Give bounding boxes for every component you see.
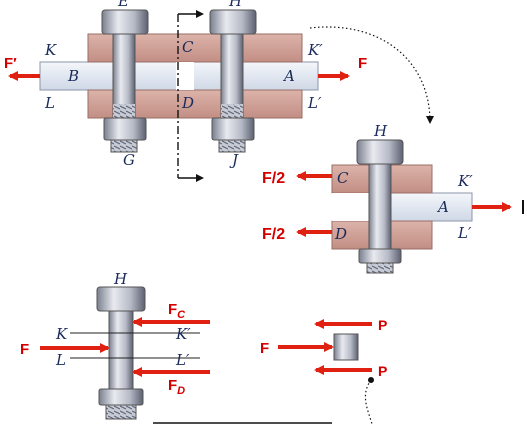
- label-F-half-bottom: F/2: [262, 226, 285, 243]
- label-D: D: [181, 94, 194, 112]
- nut-icon: [103, 117, 147, 141]
- label-P-bottom: P: [378, 363, 387, 379]
- bolt-icon: [101, 9, 149, 153]
- label-L-prime: L′: [457, 224, 472, 242]
- label-F-prime: F′: [4, 55, 17, 72]
- label-G: G: [123, 151, 135, 169]
- section-view: H K′ L′ A C D F/2 F/2: [262, 122, 527, 274]
- bar-A-section: [379, 192, 473, 222]
- label-K-prime: K′: [307, 41, 323, 59]
- label-K: K: [44, 41, 57, 59]
- label-H: H: [228, 0, 243, 10]
- label-F: F: [260, 340, 269, 357]
- label-A: A: [282, 67, 295, 85]
- bolt-icon: [96, 286, 146, 420]
- nut-icon: [98, 388, 144, 406]
- label-A: A: [436, 198, 449, 216]
- shear-element: F P P: [260, 317, 387, 425]
- label-D: D: [334, 225, 347, 243]
- label-K: K: [55, 325, 68, 343]
- label-P-top: P: [378, 317, 387, 333]
- bolt-icon: [209, 9, 257, 153]
- label-F: F: [358, 55, 367, 72]
- bar-A: [189, 61, 319, 91]
- label-L: L: [44, 94, 55, 112]
- label-C: C: [182, 38, 194, 56]
- bolt-free-body: H K L K′ L′ F FC FD: [20, 270, 332, 424]
- label-K-prime: K′: [175, 325, 191, 343]
- label-H: H: [113, 270, 128, 288]
- label-C: C: [337, 169, 349, 187]
- main-joint-view: E H K L K′ L′ B A C D G J F′ F: [4, 0, 434, 182]
- shear-block: [333, 333, 359, 361]
- label-J: J: [229, 151, 239, 169]
- cut-gap: [176, 62, 194, 90]
- label-F-half-top: F/2: [262, 170, 285, 187]
- label-L-prime: L′: [307, 94, 322, 112]
- nut-icon: [211, 117, 255, 141]
- label-F-D: FD: [168, 377, 185, 397]
- bolt-icon: [356, 139, 404, 274]
- label-F: F: [20, 341, 29, 358]
- label-L: L: [55, 351, 66, 369]
- label-B: B: [67, 67, 79, 85]
- label-L-prime: L′: [175, 351, 190, 369]
- label-E: E: [117, 0, 129, 10]
- label-F-C: FC: [168, 301, 186, 321]
- bar-B: [39, 61, 181, 91]
- label-H: H: [373, 122, 388, 140]
- label-K-prime: K′: [457, 172, 473, 190]
- nut-icon: [358, 248, 402, 264]
